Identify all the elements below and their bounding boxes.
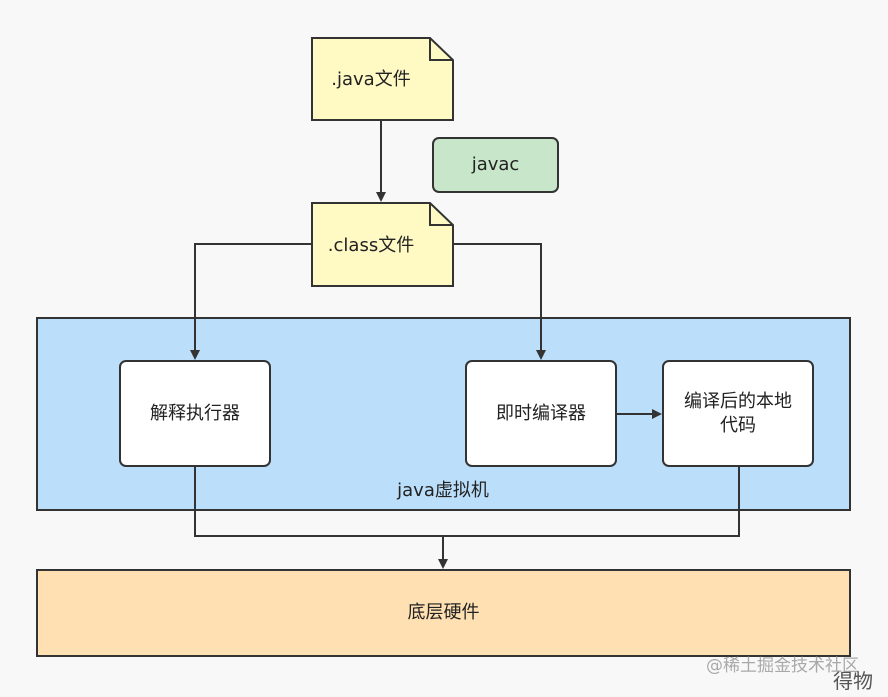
hardware-box: [36, 569, 851, 657]
javac-label: javac: [471, 154, 520, 175]
interpreter-label: 解释执行器: [150, 402, 240, 424]
arrow-class-to-interpreter: [190, 243, 311, 360]
native-code-label-line1: 编译后的本地: [684, 390, 792, 412]
interpreter-node: [119, 360, 271, 467]
watermark-text: @稀土掘金技术社区: [706, 656, 859, 676]
jit-label: 即时编译器: [496, 402, 586, 424]
java-file-fold-icon: [429, 38, 453, 61]
arrow-class-to-jit: [454, 243, 546, 360]
javac-node: [432, 137, 559, 193]
hardware-label: 底层硬件: [407, 602, 480, 623]
class-file-node: [311, 202, 454, 287]
java-file-node: [311, 37, 454, 121]
watermark-brand: 得物: [833, 669, 873, 693]
jit-node: [465, 360, 617, 467]
native-code-node: [662, 360, 814, 467]
jvm-label: java虚拟机: [397, 480, 489, 501]
class-file-fold-icon: [429, 203, 453, 226]
java-file-label: .java文件: [331, 69, 411, 90]
native-code-label: 编译后的本地 代码: [663, 361, 813, 466]
class-file-label: .class文件: [327, 235, 415, 256]
native-code-label-line2: 代码: [720, 414, 756, 436]
connector-interpreter-down: [194, 467, 740, 537]
